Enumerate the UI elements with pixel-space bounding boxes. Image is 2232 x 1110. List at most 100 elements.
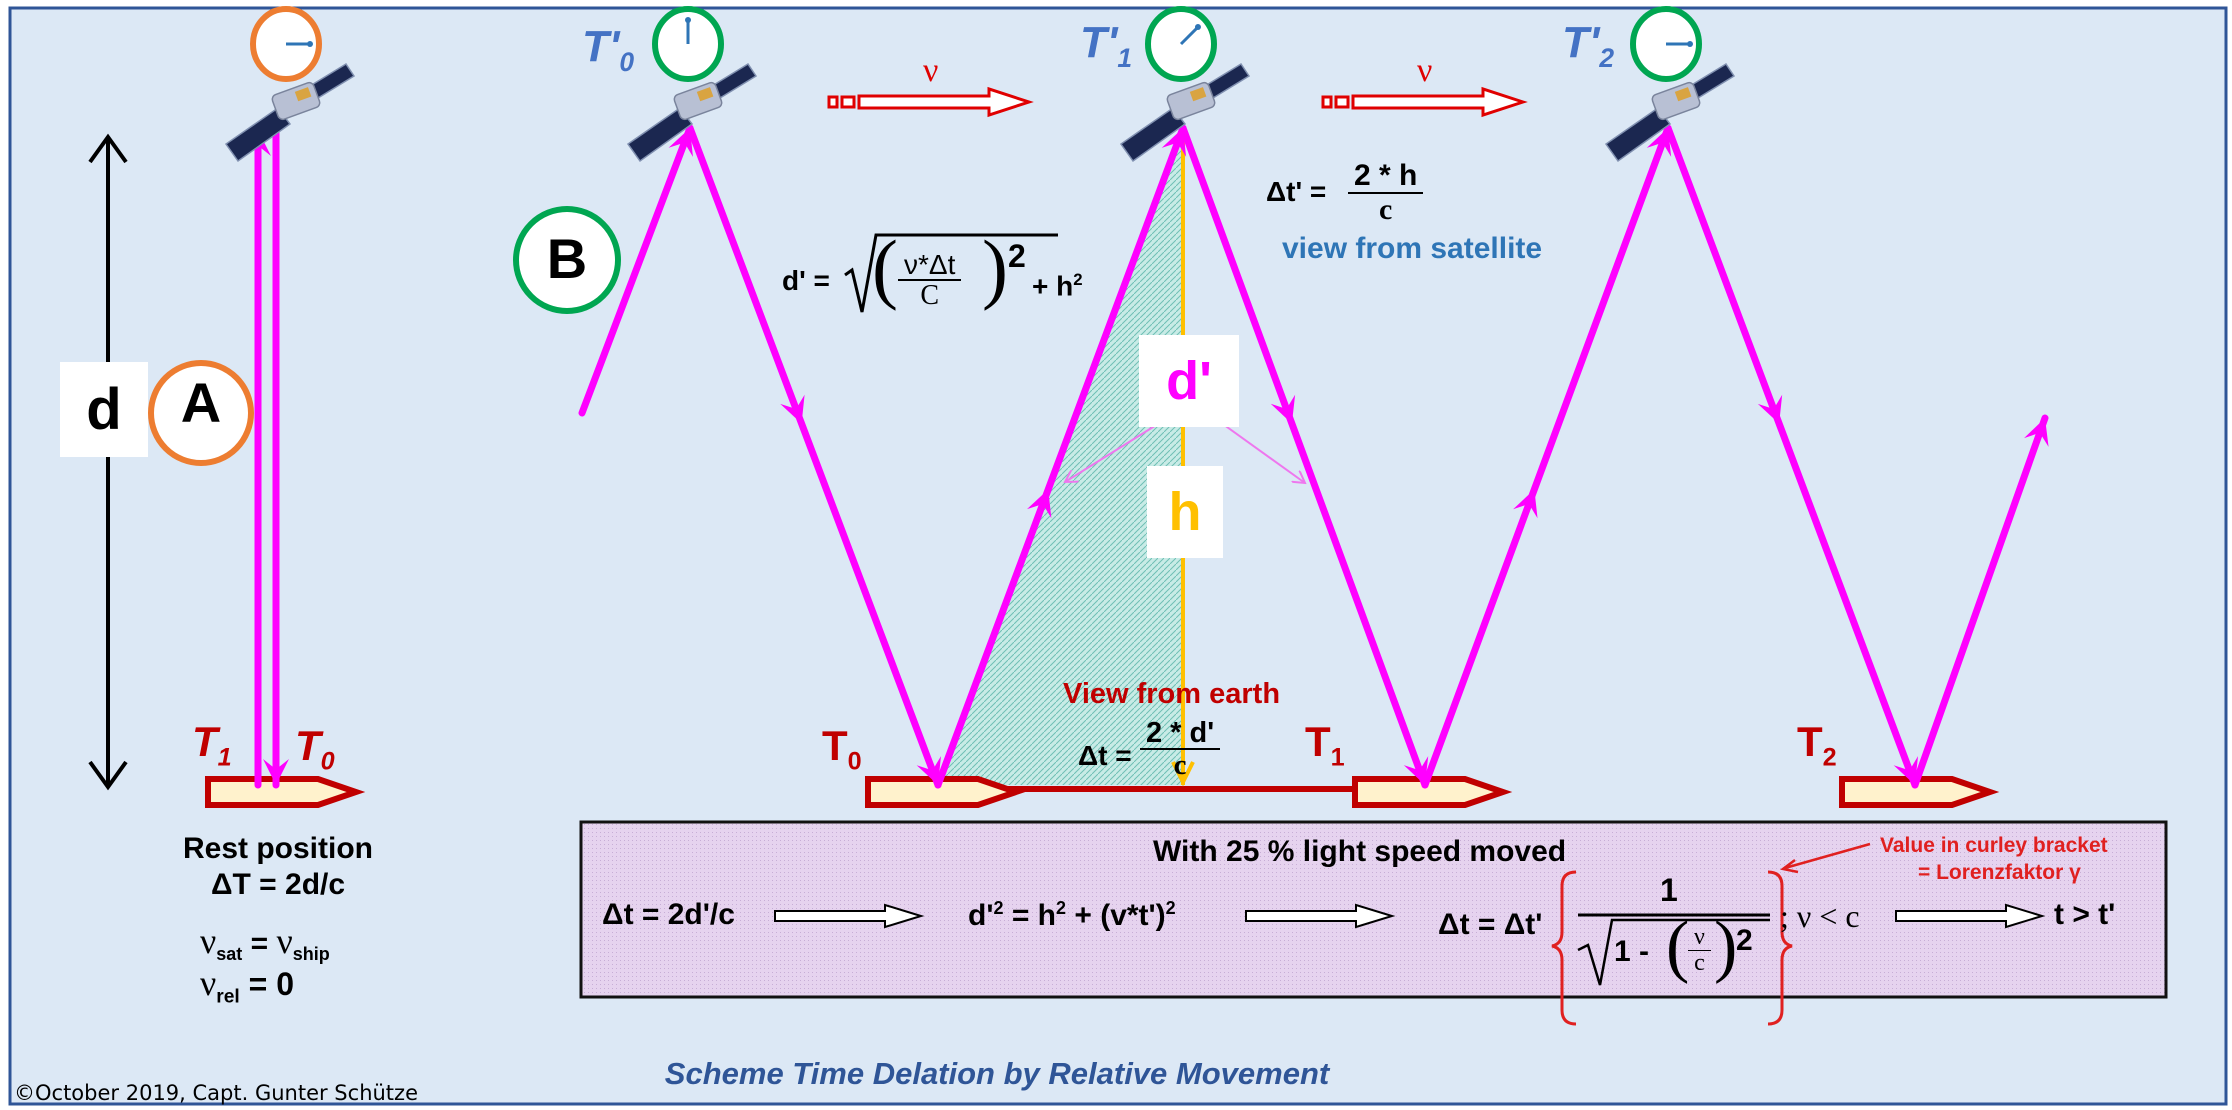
- light-arrowhead-icon: [1026, 489, 1052, 519]
- ship-icon: [1839, 776, 2000, 808]
- lorentz-note-arrow-icon: [1780, 859, 1799, 874]
- clock-hand-tip-icon: [307, 41, 313, 47]
- distance-arrow-down-icon: [88, 760, 128, 791]
- view-from-earth-label: View from earth: [1063, 678, 1281, 710]
- implies-arrow-icon: [774, 903, 925, 929]
- satellite-rest: [224, 6, 356, 163]
- satellite-t1-prime: [1119, 6, 1251, 163]
- curly-brace-left: [1551, 870, 1577, 1026]
- implies-arrow-icon: [1245, 903, 1396, 929]
- lorentz-inner-fraction: ν c: [1688, 924, 1711, 976]
- satellite-time-t1-prime: T'1: [1080, 18, 1133, 73]
- ship-label-t0-rest: T0: [295, 722, 335, 776]
- satellite-antenna-icon: [1674, 87, 1692, 102]
- marker-a: A: [180, 371, 222, 434]
- copyright-notice: ©October 2019, Capt. Gunter Schütze: [14, 1081, 418, 1105]
- distance-arrow-up-icon: [88, 133, 128, 164]
- lorentz-exponent: 2: [1736, 924, 1753, 957]
- satellite-antenna-icon: [696, 87, 714, 102]
- distance-label: d: [60, 362, 148, 457]
- d-prime-label: d': [1139, 335, 1239, 427]
- marker-b-circle: [513, 206, 621, 314]
- summary-condition: ; ν < c: [1780, 898, 1860, 934]
- light-arrowhead-icon: [780, 394, 805, 424]
- earth-time-t0: T0: [822, 722, 862, 776]
- marker-a-circle: [148, 360, 254, 466]
- clock-hand-tip-icon: [1194, 24, 1201, 31]
- dt-prime-formula-fraction: 2 * h c: [1348, 160, 1424, 225]
- satellite-t0-prime: [626, 6, 758, 163]
- height-arrow-down-icon: [1171, 761, 1195, 787]
- clock-hand-icon: [1179, 25, 1200, 46]
- light-arrowhead-icon: [1513, 489, 1538, 519]
- summary-step-2: d'2 = h2 + (v*t')2: [968, 898, 1176, 932]
- lorentz-sqrt-sign: [1577, 918, 1770, 986]
- d-prime-formula-tail: + h2: [1032, 270, 1083, 302]
- summary-step-1: Δt = 2d'/c: [602, 898, 735, 931]
- lorentz-denominator-pre: 1 -: [1614, 935, 1650, 968]
- lorentz-numerator: 1: [1660, 872, 1678, 908]
- velocity-arrow-tail-icon: [827, 95, 839, 109]
- rest-formula: ΔT = 2d/c: [210, 868, 346, 901]
- d-prime-formula-exponent: 2: [1008, 238, 1026, 274]
- implies-arrow-icon: [1895, 903, 2046, 929]
- summary-step-3-lhs: Δt = Δt': [1438, 908, 1543, 941]
- clock-hand-tip-icon: [1687, 41, 1693, 47]
- satellite-time-t2-prime: T'2: [1562, 18, 1615, 73]
- lorentz-note-line-2: = Lorenzfaktor γ: [1918, 861, 2081, 884]
- light-arrowhead-icon: [1270, 394, 1296, 424]
- ship-label-t1-rest: T1: [192, 718, 232, 772]
- light-arrowhead-icon: [1161, 128, 1187, 157]
- velocity-equality: νsat = νship: [200, 921, 330, 964]
- light-arrowhead-icon: [2024, 418, 2049, 447]
- curly-brace-right: [1767, 870, 1793, 1026]
- view-from-satellite-label: view from satellite: [1282, 232, 1543, 265]
- d-prime-formula-fraction: ν*Δt C: [898, 250, 962, 311]
- ship-icon: [865, 776, 1026, 808]
- summary-result: t > t': [2054, 898, 2116, 931]
- h-label: h: [1147, 466, 1223, 558]
- light-arrowhead-icon: [1893, 756, 1919, 785]
- velocity-label-1: ν: [923, 52, 939, 89]
- d-prime-formula-paren-close: ): [982, 224, 1008, 311]
- d-prime-formula-paren-open: (: [872, 224, 898, 311]
- d-prime-formula-lhs: d' =: [782, 265, 830, 296]
- diagram-title: Scheme Time Delation by Relative Movemen…: [664, 1056, 1330, 1091]
- velocity-arrow-tail-icon: [1321, 95, 1333, 109]
- clock-hand-tip-icon: [685, 17, 691, 23]
- light-arrowhead-icon: [1757, 394, 1783, 424]
- light-arrowhead-icon: [1646, 128, 1672, 157]
- dt-earth-formula-fraction: 2 * d' c: [1140, 718, 1221, 781]
- earth-time-t2: T2: [1797, 718, 1837, 772]
- summary-heading: With 25 % light speed moved: [1153, 835, 1567, 868]
- satellite-antenna-icon: [294, 87, 312, 102]
- lorentz-paren-open: (: [1666, 908, 1690, 985]
- ship-icon: [1352, 776, 1513, 808]
- d-prime-sqrt-sign: [844, 233, 1058, 313]
- light-path-up-0: [578, 124, 694, 417]
- velocity-label-2: ν: [1417, 52, 1433, 89]
- dt-prime-formula-lhs: Δt' =: [1266, 176, 1327, 207]
- velocity-arrow-tail-icon: [1334, 95, 1350, 109]
- ship-icon: [205, 776, 366, 808]
- lorentz-note-pointer: [1784, 842, 1871, 870]
- velocity-arrow-icon: [1321, 86, 1528, 118]
- velocity-arrow-tail-icon: [840, 95, 856, 109]
- light-path-up-1: [934, 124, 1187, 789]
- light-arrowhead-icon: [263, 759, 289, 785]
- satellite-t2-prime: [1604, 6, 1736, 163]
- earth-time-t1: T1: [1305, 718, 1345, 772]
- marker-b: B: [546, 227, 588, 290]
- lorentz-paren-close: ): [1714, 908, 1738, 985]
- light-arrowhead-icon: [668, 128, 693, 157]
- lorentz-note-line-1: Value in curley bracket: [1880, 834, 2108, 857]
- light-arrowhead-icon: [1403, 756, 1429, 785]
- light-path-down-1: [1179, 124, 1429, 789]
- velocity-arrow-icon: [827, 86, 1034, 118]
- rest-position-title: Rest position: [182, 832, 373, 865]
- light-path-down-2: [1664, 124, 1919, 789]
- satellite-antenna-icon: [1189, 87, 1207, 102]
- light-arrowhead-icon: [916, 756, 941, 785]
- light-path-up-2: [1421, 124, 1672, 789]
